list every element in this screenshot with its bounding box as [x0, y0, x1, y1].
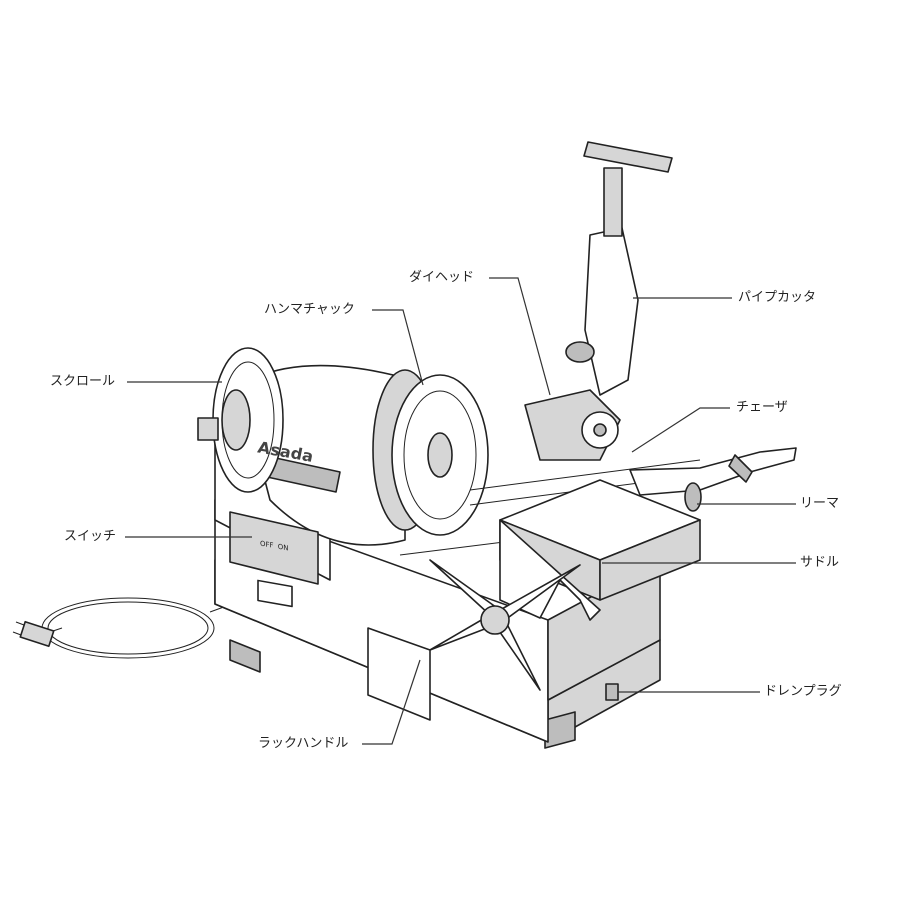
- label-rack-handle: ラックハンドル: [258, 736, 349, 751]
- reamer: [629, 447, 797, 512]
- label-die-head: ダイヘッド: [409, 270, 475, 285]
- pipe-cutter: [565, 141, 673, 396]
- label-switch: スイッチ: [64, 529, 117, 544]
- label-pipe-cutter: パイプカッタ: [738, 290, 817, 305]
- saddle: [499, 479, 701, 621]
- label-drain-plug: ドレンプラグ: [764, 684, 842, 699]
- label-saddle: サドル: [800, 555, 840, 570]
- drain-plug: [605, 683, 619, 701]
- switch-panel: [229, 511, 319, 608]
- label-reamer: リーマ: [800, 496, 840, 511]
- rack-handle: [429, 559, 581, 691]
- label-scroll: スクロール: [50, 374, 116, 389]
- label-hammer-chuck: ハンマチャック: [264, 302, 355, 317]
- switch-on-text: ON: [277, 542, 289, 553]
- scroll-wheel: [197, 347, 284, 493]
- power-cord: [12, 597, 233, 659]
- base-door: [367, 627, 431, 721]
- hammer-chuck: [391, 374, 489, 536]
- die-head: [524, 389, 621, 461]
- leader-lines: [125, 277, 796, 745]
- label-chaser: チェーザ: [736, 400, 788, 415]
